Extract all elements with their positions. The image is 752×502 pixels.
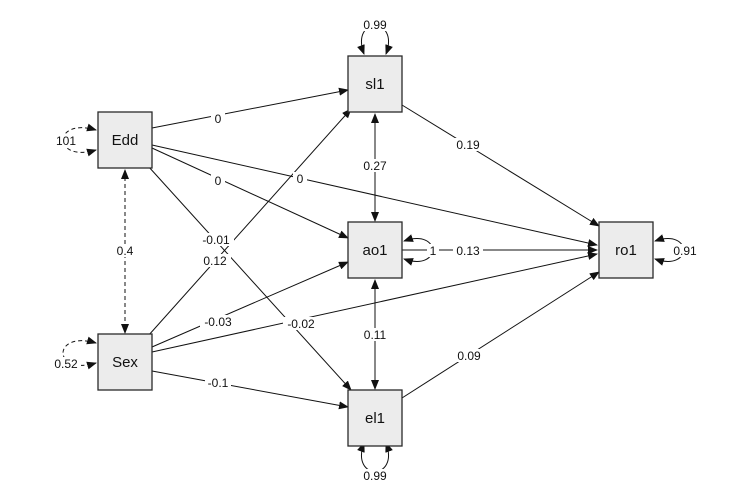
label-sl1-ro1: 0.19 (453, 138, 483, 152)
svg-text:0: 0 (215, 174, 222, 188)
node-ro1[interactable]: ro1 (598, 221, 654, 279)
label-variance-sl1: 0.99 (360, 18, 390, 32)
path-sex-ao1 (151, 261, 349, 348)
label-variance-sex: 0.52 (51, 357, 81, 371)
label-edd-ao1: 0 (211, 174, 225, 188)
label-variance-edd: 101 (54, 134, 78, 148)
node-label-sl1: sl1 (365, 76, 384, 93)
node-label-el1: el1 (365, 410, 385, 427)
node-sex[interactable]: Sex (97, 333, 153, 391)
label-edd-sl1: 0 (211, 112, 225, 126)
label-variance-el1: 0.99 (360, 469, 390, 483)
label-sex-ao1: -0.03 (200, 315, 236, 329)
svg-text:0.99: 0.99 (363, 18, 387, 32)
label-cov-edd-sex: 0.4 (113, 244, 137, 258)
svg-text:0.91: 0.91 (673, 244, 697, 258)
label-el1-ro1: 0.09 (454, 349, 484, 363)
node-label-edd: Edd (112, 132, 139, 149)
svg-text:-0.02: -0.02 (287, 317, 315, 331)
path-edd-ao1 (151, 147, 349, 239)
label-cov-ao1-el1: 0.11 (362, 328, 388, 342)
svg-text:0.4: 0.4 (117, 244, 134, 258)
label-sex-el1: -0.1 (205, 376, 231, 390)
svg-text:0.13: 0.13 (456, 244, 480, 258)
svg-text:0.09: 0.09 (457, 349, 481, 363)
node-label-ao1: ao1 (362, 242, 387, 259)
path-el1-ro1 (401, 271, 600, 399)
label-ao1-ro1: 0.13 (453, 244, 483, 258)
path-edd-el1 (147, 165, 352, 391)
node-label-ro1: ro1 (615, 242, 637, 259)
svg-text:-0.1: -0.1 (208, 376, 229, 390)
svg-text:0.99: 0.99 (363, 469, 387, 483)
node-edd[interactable]: Edd (97, 111, 153, 169)
variance-loop-edd (62, 123, 97, 157)
path-sex-el1 (151, 370, 349, 410)
label-sex-sl1: 0.12 (199, 254, 231, 268)
svg-text:0.52: 0.52 (54, 357, 78, 371)
svg-text:0.11: 0.11 (364, 328, 387, 342)
label-variance-ao1: 1 (427, 244, 439, 258)
node-ao1[interactable]: ao1 (347, 221, 403, 279)
svg-text:0.12: 0.12 (203, 254, 227, 268)
variance-loop-el1 (357, 442, 393, 472)
svg-text:-0.03: -0.03 (204, 315, 232, 329)
svg-text:0: 0 (215, 112, 222, 126)
svg-text:0.27: 0.27 (363, 159, 387, 173)
path-edd-sl1 (151, 87, 349, 129)
label-cov-sl1-ao1: 0.27 (360, 159, 390, 173)
path-sl1-ro1 (401, 104, 600, 227)
svg-text:0: 0 (297, 172, 304, 186)
node-el1[interactable]: el1 (347, 389, 403, 447)
label-sex-ro1: -0.02 (283, 317, 319, 331)
variance-loop-sex (62, 336, 97, 370)
svg-text:0.19: 0.19 (456, 138, 480, 152)
path-sex-sl1 (147, 108, 352, 337)
label-edd-ro1: 0 (293, 172, 307, 186)
svg-text:1: 1 (430, 244, 437, 258)
svg-text:-0.01: -0.01 (202, 233, 230, 247)
label-edd-el1: -0.01 (198, 233, 234, 247)
node-label-sex: Sex (112, 354, 138, 371)
label-variance-ro1: 0.91 (670, 244, 700, 258)
svg-text:101: 101 (56, 134, 76, 148)
node-sl1[interactable]: sl1 (347, 55, 403, 113)
